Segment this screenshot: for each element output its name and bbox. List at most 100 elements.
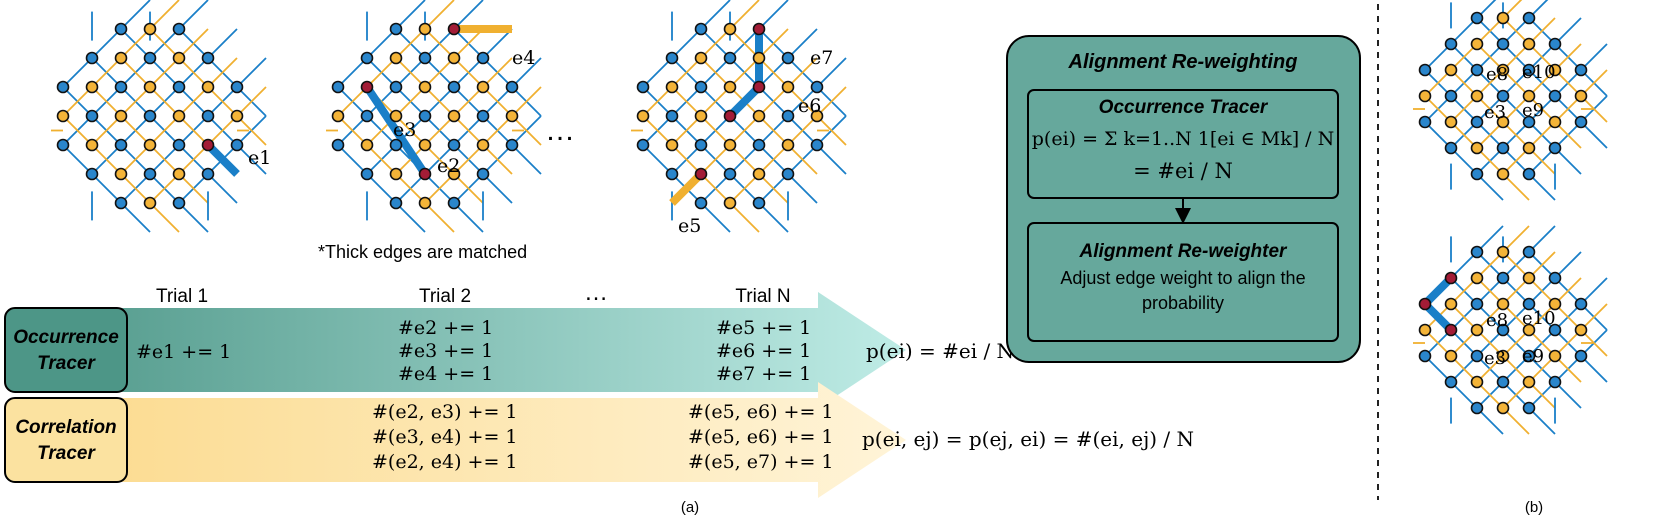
lattice-edge-orange	[366, 57, 397, 88]
lattice-node-orange	[723, 138, 737, 152]
correlation-update-tn-0: #(e5, e6) += 1	[688, 401, 834, 423]
occurrence-update-tn-1: #e6 += 1	[716, 340, 811, 362]
lattice-node-blue	[1522, 401, 1536, 415]
lattice-node-blue	[1496, 37, 1510, 51]
lattice-edge-orange	[207, 57, 238, 88]
lattice-node-blue	[1470, 11, 1484, 25]
lattice-node-orange	[447, 109, 461, 123]
lattice-node-blue	[1574, 63, 1588, 77]
lattice-node-blue	[143, 167, 157, 181]
lattice-edge-blue	[207, 28, 238, 59]
edge-label-b-top-e10: e10	[1522, 62, 1556, 83]
lattice-edge-blue	[453, 202, 484, 233]
lattice-edge-orange	[482, 115, 513, 146]
lattice-node-blue	[360, 109, 374, 123]
lattice-node-blue	[1574, 115, 1588, 129]
lattice-node-orange	[1574, 89, 1588, 103]
matched-node	[418, 167, 432, 181]
lattice-node-blue	[172, 138, 186, 152]
lattice-node-orange	[1418, 323, 1432, 337]
lattice-edge-orange	[700, 57, 731, 88]
lattice-edge-orange	[424, 0, 455, 30]
lattice-edge-orange	[149, 86, 180, 117]
lattice-node-blue	[1470, 63, 1484, 77]
lattice-edge-orange	[729, 202, 760, 233]
lattice-node-blue	[1522, 349, 1536, 363]
lattice-node-orange	[114, 167, 128, 181]
lattice-edge-blue	[453, 0, 484, 30]
lattice-node-blue	[230, 80, 244, 94]
lattice-node-blue	[1548, 37, 1562, 51]
edge-label-e1: e1	[248, 147, 271, 169]
lattice-edge-orange	[178, 144, 209, 175]
lattice-node-orange	[1470, 141, 1484, 155]
lattice-edge-orange	[671, 115, 702, 146]
lattice-node-blue	[505, 138, 519, 152]
lattice-node-orange	[1444, 297, 1458, 311]
lattice-edge-orange	[120, 173, 151, 204]
lattice-node-blue	[752, 138, 766, 152]
lattice-edge-orange	[149, 57, 180, 88]
lattice-node-blue	[172, 22, 186, 36]
lattice-edge-orange	[816, 86, 847, 117]
lattice-node-orange	[114, 109, 128, 123]
lattice-edge-orange	[207, 86, 238, 117]
occurrence-tracer-box	[1027, 89, 1339, 199]
lattice-edge-blue	[787, 173, 818, 204]
lattice-node-orange	[1496, 115, 1510, 129]
lattice-node-blue	[665, 109, 679, 123]
lattice-edge-orange	[62, 115, 93, 146]
lattice-edge-orange	[149, 173, 180, 204]
correlation-tracer-label-box	[4, 397, 128, 483]
edge-label-b-top-e8: e8	[1486, 64, 1508, 85]
lattice-node-orange	[1496, 63, 1510, 77]
lattice-node-orange	[389, 51, 403, 65]
lattice-node-blue	[665, 167, 679, 181]
lattice-node-orange	[201, 80, 215, 94]
lattice-edge-orange	[178, 28, 209, 59]
lattice-node-blue	[56, 138, 70, 152]
matched-edge	[363, 84, 429, 177]
lattice-edge-blue	[758, 202, 789, 233]
correlation-update-tn-2: #(e5, e7) += 1	[688, 451, 834, 473]
edge-label-e4: e4	[512, 47, 535, 69]
lattice-node-orange	[1522, 141, 1536, 155]
occurrence-tracer-label-line1: Occurrence	[13, 327, 119, 348]
lattice-edge-orange	[424, 86, 455, 117]
lattice-edge-orange	[729, 0, 760, 30]
lattice-node-blue	[1548, 271, 1562, 285]
lattice-node-blue	[752, 196, 766, 210]
lattice-edge-blue	[511, 144, 542, 175]
lattice-node-orange	[1574, 323, 1588, 337]
lattice-edge-orange	[729, 115, 760, 146]
lattice-node-blue	[1522, 11, 1536, 25]
lattice-node-blue	[85, 167, 99, 181]
lattice-group	[51, 0, 1608, 435]
lattice-edge-orange	[729, 57, 760, 88]
matched-node	[723, 109, 737, 123]
lattice-node-blue	[1470, 167, 1484, 181]
lattice-edge-orange	[178, 115, 209, 146]
lattice-node-orange	[143, 80, 157, 94]
lattice-edge-orange	[236, 115, 267, 146]
lattice-node-blue	[1444, 375, 1458, 389]
lattice-edge-orange	[178, 57, 209, 88]
edge-label-e6: e6	[798, 95, 821, 117]
lattice-edge-blue	[511, 57, 542, 88]
lattice-node-blue	[389, 138, 403, 152]
lattice-node-orange	[1444, 63, 1458, 77]
lattice-node-blue	[1418, 115, 1432, 129]
lattice-edge-blue	[366, 28, 397, 59]
lattice-b-bottom	[1413, 225, 1608, 435]
lattice-node-orange	[1444, 349, 1458, 363]
lattice-node-blue	[810, 80, 824, 94]
lattice-edge-blue	[337, 144, 368, 175]
lattice-edge-blue	[395, 0, 426, 30]
lattice-trial-1	[51, 0, 267, 233]
matched-node	[1444, 323, 1458, 337]
edge-label-e7: e7	[810, 47, 833, 69]
lattice-edge-orange	[91, 144, 122, 175]
lattice-node-blue	[201, 109, 215, 123]
